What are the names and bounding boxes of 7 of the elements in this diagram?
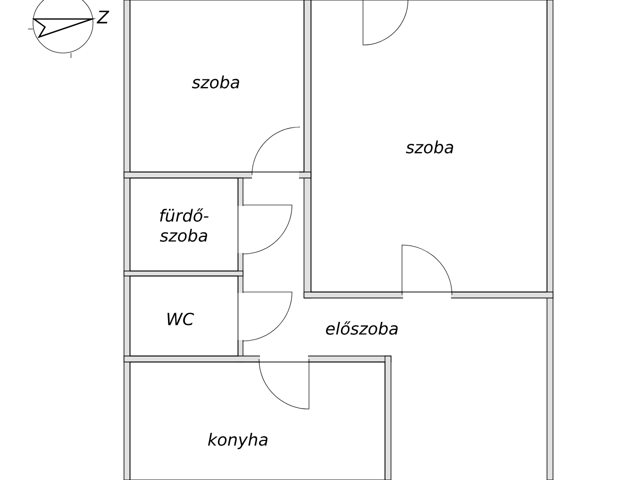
room: konyha (130, 362, 386, 480)
room: szoba (130, 0, 304, 172)
room: fürdő- szoba (130, 178, 238, 272)
room: WC (130, 276, 238, 356)
room: szoba (310, 0, 548, 292)
compass-letter: Z (96, 10, 110, 24)
room-label: előszoba (326, 321, 398, 335)
